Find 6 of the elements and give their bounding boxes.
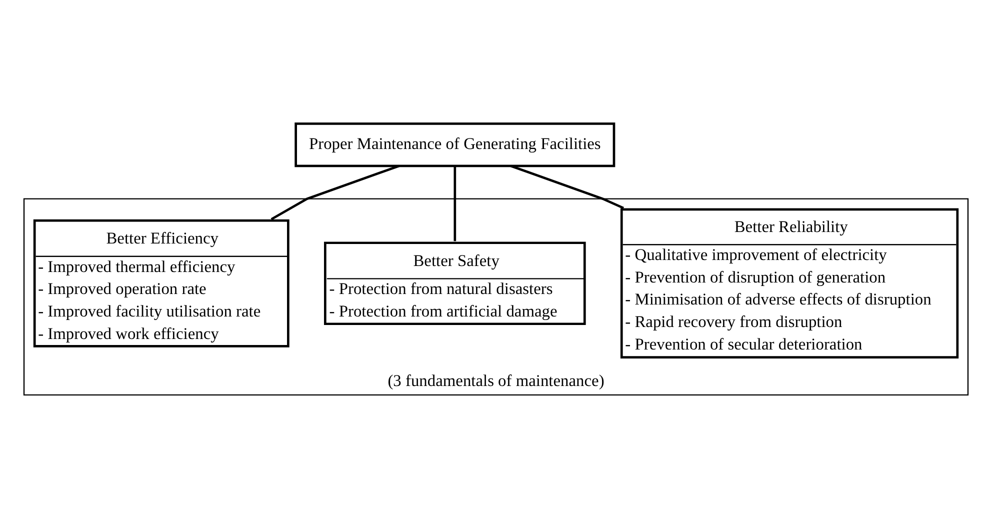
connector [510,164,624,210]
connector [270,164,399,220]
node-box: Better Reliability - Qualitative improvement of electricity - Prevention of disruption of generation - Minimisation of adverse effects of disruption - Rapid recovery from disruption - Prevention of secular deterioration [620,208,958,359]
node-box: Better Efficiency - Improved thermal efficiency - Improved operation rate - Improved facility utilisation rate - Improved work efficiency [32,219,289,348]
node-box: Proper Maintenance of Generating Facilities [294,122,615,168]
connector [453,166,456,242]
